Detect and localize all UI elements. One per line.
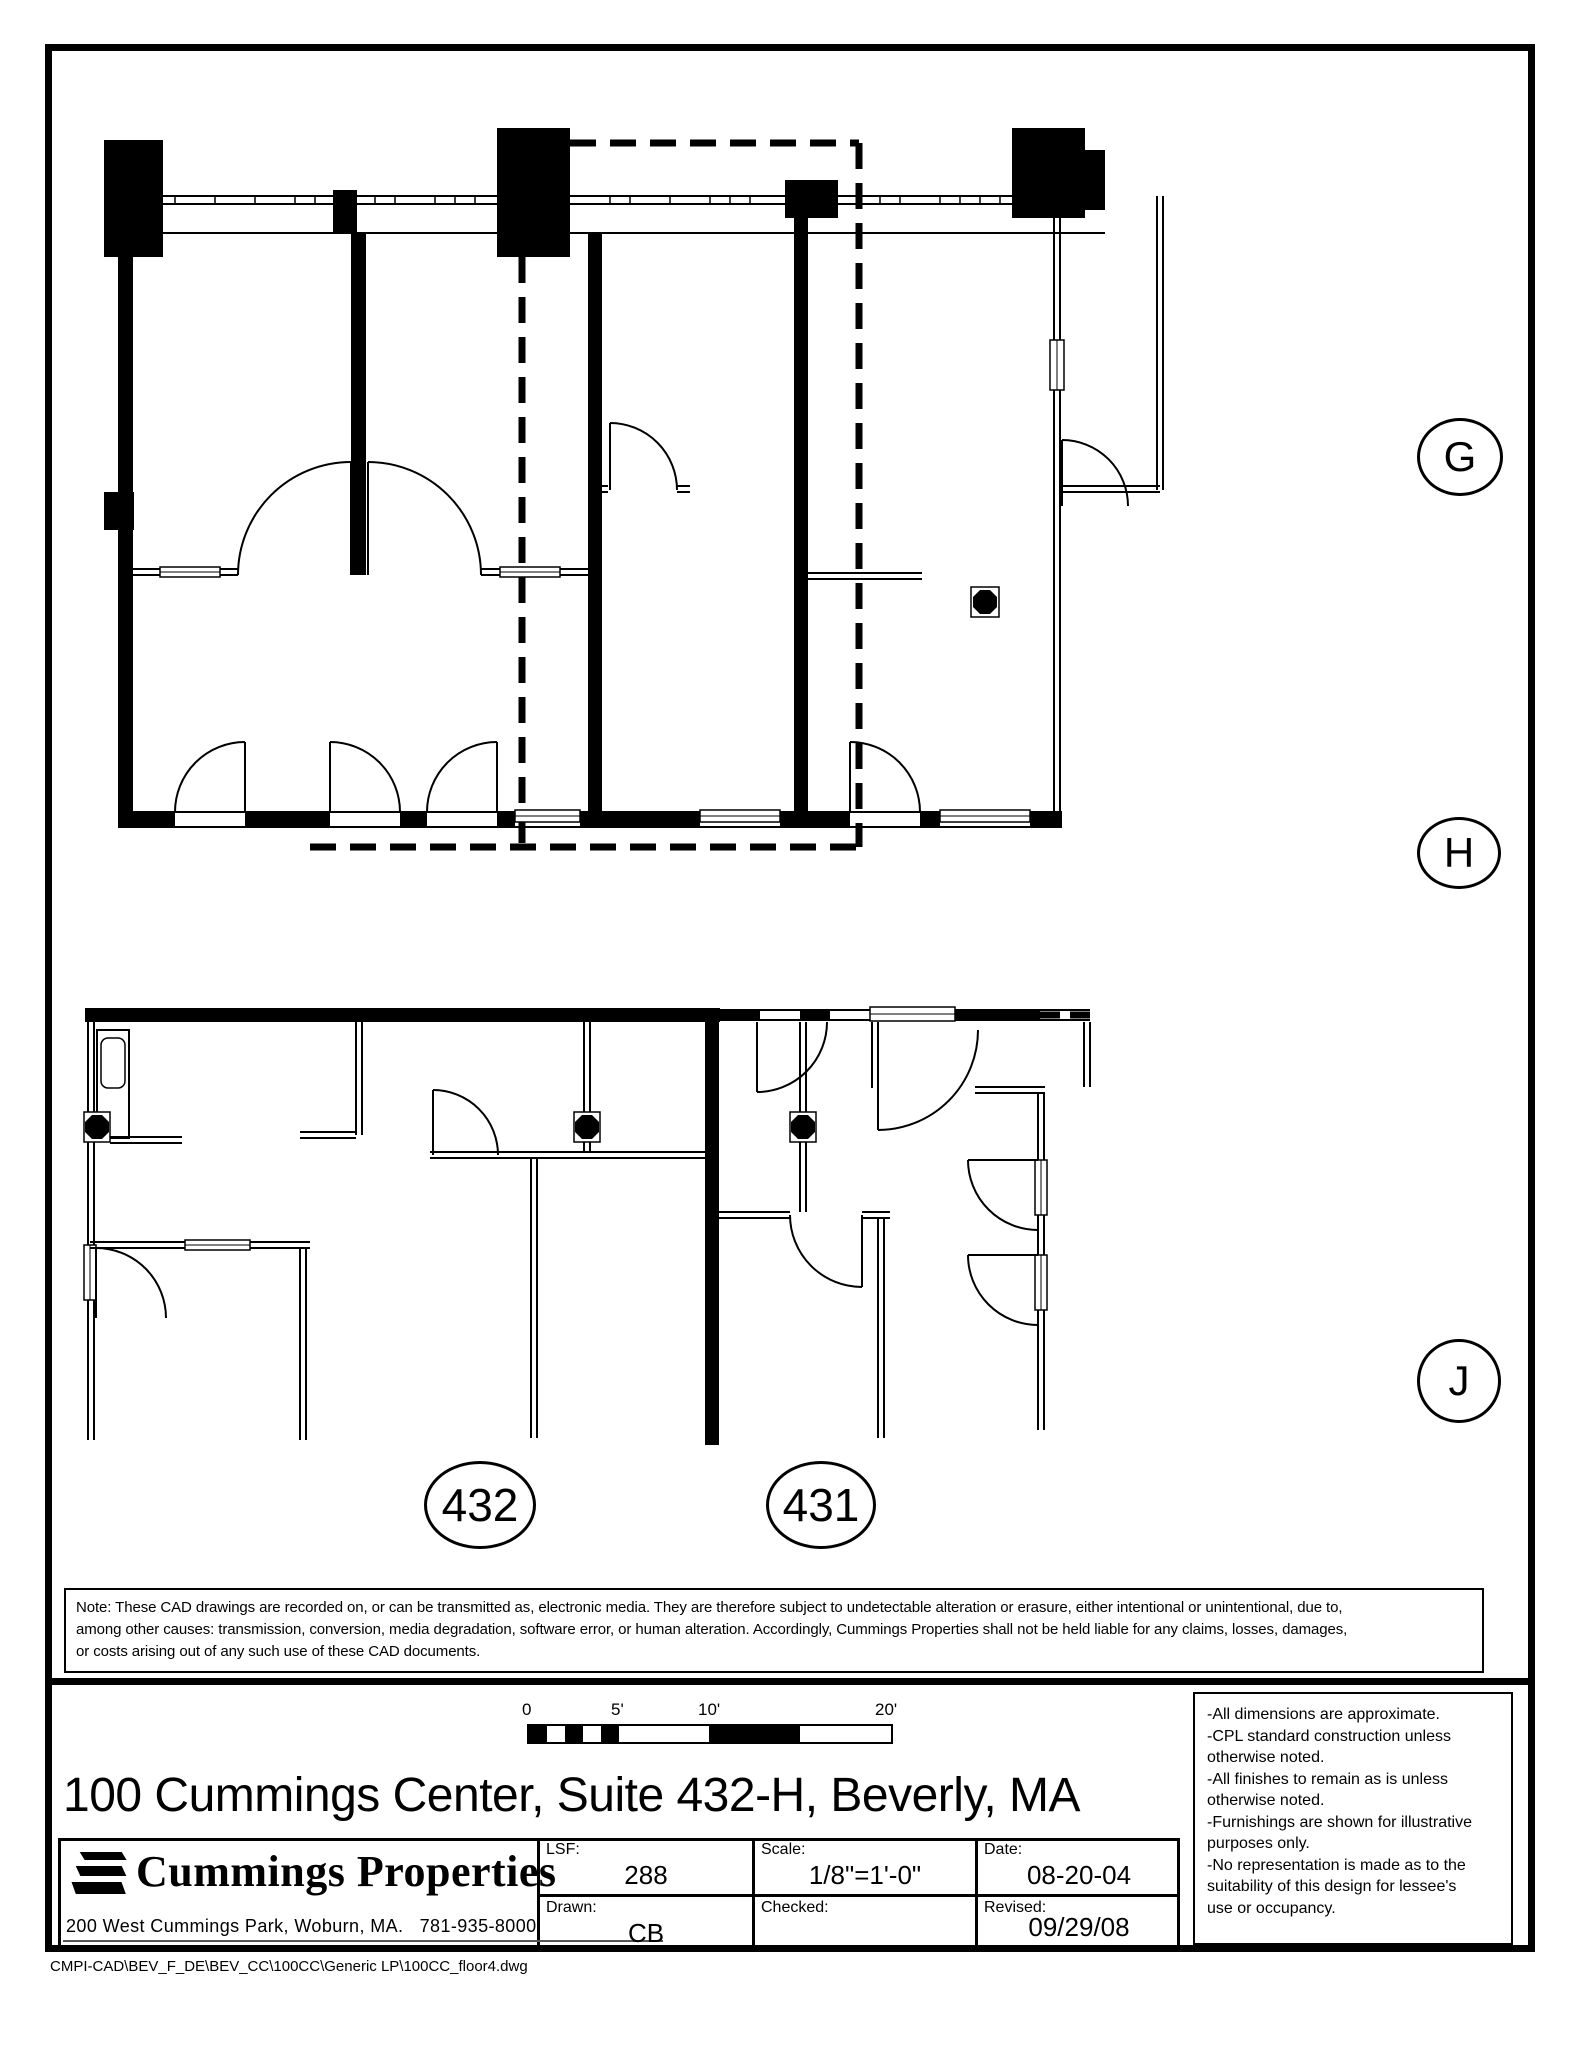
- scale-value: 1/8"=1'-0": [808, 1860, 922, 1890]
- door-arc: [367, 461, 482, 576]
- wall: [719, 1211, 890, 1219]
- grid-label-j-text: J: [1448, 1357, 1470, 1404]
- octagon-column: [970, 586, 1000, 618]
- brand-name: Cummings Properties: [136, 1847, 557, 1896]
- door-arc: [967, 1254, 1039, 1326]
- wall: [355, 1022, 363, 1135]
- wall: [877, 1218, 885, 1438]
- door-arc: [432, 1089, 499, 1156]
- door-arc: [609, 422, 678, 491]
- column-step: [1085, 150, 1105, 210]
- wall: [299, 1248, 307, 1440]
- door-arc: [174, 741, 246, 813]
- brand-underline: [63, 1940, 663, 1942]
- date-value: 08-20-04: [1026, 1860, 1132, 1890]
- scale-tick-10: 10': [698, 1700, 721, 1719]
- column-large: [497, 128, 570, 257]
- octagon-column: [573, 1111, 601, 1143]
- cummings-logo-icon: [71, 1852, 127, 1894]
- wall-right-thin: [1049, 196, 1164, 812]
- wall: [583, 1022, 591, 1152]
- suite-432-text: 432: [441, 1479, 519, 1531]
- wall-stub: [808, 572, 922, 580]
- wall: [351, 233, 366, 575]
- lower-floor-plan: [83, 1006, 1091, 1445]
- pier-left: [104, 140, 163, 257]
- door-arc: [877, 1029, 979, 1131]
- cad-file-path: CMPI-CAD\BEV_F_DE\BEV_CC\100CC\Generic L…: [50, 1958, 528, 1975]
- title-area-divider: [45, 1678, 1535, 1685]
- door-arc: [237, 461, 352, 576]
- suite-431-label: 431: [766, 1461, 876, 1549]
- graphic-scale-bar: [527, 1724, 893, 1744]
- wall-stub: [110, 1136, 182, 1144]
- wall: [588, 233, 602, 812]
- drawn-value: CB: [627, 1918, 665, 1948]
- checked-label: Checked:: [761, 1899, 829, 1916]
- bottom-wall: [118, 741, 1062, 828]
- brand-address: 200 West Cummings Park, Woburn, MA. 781-…: [66, 1916, 537, 1936]
- suite-outline-dashed: [310, 139, 863, 851]
- column: [333, 190, 357, 233]
- door-arc: [849, 741, 921, 813]
- wall: [1060, 485, 1160, 493]
- grid-label-h-text: H: [1443, 829, 1475, 876]
- wall: [799, 1022, 807, 1212]
- grid-label-j: J: [1417, 1339, 1501, 1423]
- suite-432-label: 432: [424, 1461, 536, 1549]
- scale-tick-20: 20': [875, 1700, 898, 1719]
- wall: [530, 1158, 538, 1438]
- wall: [1083, 1022, 1091, 1087]
- date-label: Date:: [984, 1841, 1023, 1858]
- demising-wall: [705, 1008, 719, 1445]
- wall-stub: [300, 1131, 356, 1139]
- scale-tick-0: 0: [522, 1700, 532, 1719]
- sheet-title: 100 Cummings Center, Suite 432-H, Beverl…: [63, 1769, 1081, 1822]
- door-arc: [329, 741, 401, 813]
- suite-431-walls: [719, 1021, 1091, 1438]
- title-block-divider: [537, 1894, 1180, 1897]
- grid-label-g-text: G: [1443, 433, 1477, 480]
- lsf-value: 288: [624, 1860, 668, 1890]
- drawn-label: Drawn:: [546, 1899, 597, 1916]
- cad-disclaimer-note: Note: These CAD drawings are recorded on…: [64, 1588, 1484, 1673]
- interior-wall-mid: [133, 461, 588, 578]
- grid-label-h: H: [1417, 817, 1501, 889]
- revised-value: 09/29/08: [1028, 1912, 1130, 1942]
- note-line-1: Note: These CAD drawings are recorded on…: [76, 1599, 1343, 1616]
- octagon-column: [83, 1111, 111, 1143]
- revised-label: Revised:: [984, 1899, 1047, 1916]
- wall: [794, 218, 808, 812]
- column-large: [1012, 128, 1085, 218]
- column: [785, 180, 838, 218]
- sheet-border: [45, 44, 1535, 1952]
- wall: [118, 250, 133, 812]
- scale-tick-5: 5': [611, 1700, 624, 1719]
- suite-431-text: 431: [782, 1479, 860, 1531]
- note-line-3: or costs arising out of any such use of …: [76, 1643, 481, 1660]
- note-line-2: among other causes: transmission, conver…: [76, 1621, 1348, 1638]
- walls-vertical: [118, 218, 808, 812]
- suite-432-walls: [90, 1022, 705, 1440]
- wall: [975, 1086, 1045, 1094]
- upper-floor-plan: [104, 128, 1164, 851]
- wall-poche: [118, 812, 1062, 827]
- door-arc: [789, 1214, 863, 1288]
- door-arc: [95, 1247, 167, 1319]
- door-arc: [967, 1159, 1039, 1231]
- general-notes: -All dimensions are approximate. -CPL st…: [1193, 1692, 1513, 1945]
- top-wall: [85, 1006, 1090, 1022]
- grid-label-g: G: [1417, 418, 1503, 496]
- scale-label: Scale:: [761, 1841, 806, 1858]
- door-arc: [1061, 439, 1129, 507]
- wall: [430, 1151, 705, 1159]
- door-arc: [426, 741, 498, 813]
- octagon-column: [789, 1111, 817, 1143]
- wall: [1037, 1093, 1045, 1430]
- interior-wall-upper-right: [595, 422, 922, 580]
- lsf-label: LSF:: [546, 1841, 580, 1858]
- window-band: [118, 195, 1105, 234]
- door-arc: [756, 1021, 828, 1093]
